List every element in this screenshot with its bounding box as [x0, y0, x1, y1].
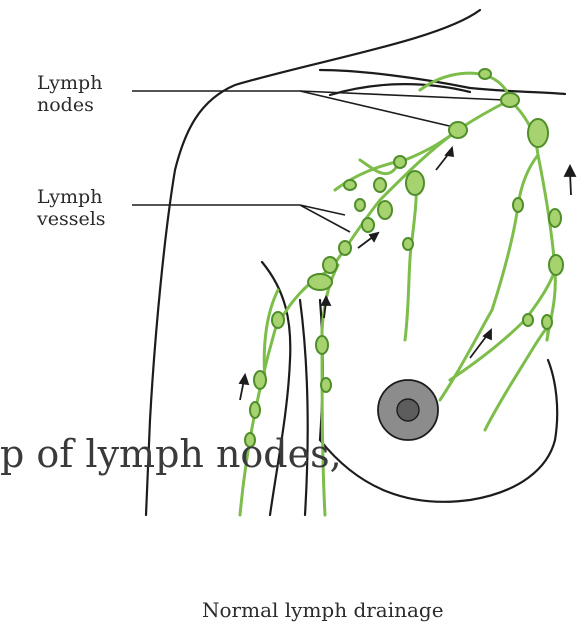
lymph-vessels-label: Lymph vessels: [37, 186, 106, 230]
lymph-node: [344, 180, 356, 190]
lymph-node: [528, 119, 548, 147]
breast-vessel-3: [450, 270, 555, 380]
lymph-node: [250, 402, 260, 418]
lymph-node: [272, 312, 284, 328]
flow-arrow-icon: [565, 166, 575, 195]
diagram-caption: Normal lymph drainage: [202, 598, 444, 622]
lymph-node: [308, 274, 332, 290]
lymph-vessels-label-line2: vessels: [37, 208, 106, 230]
vessels-pointer: [132, 205, 350, 232]
lymph-node: [378, 201, 392, 219]
label-pointers: [132, 91, 505, 232]
lymph-node: [523, 314, 533, 326]
lymph-node: [316, 336, 328, 354]
lymph-node: [321, 378, 331, 392]
lymph-node: [323, 257, 337, 273]
lymph-nodes-label: Lymph nodes: [37, 72, 102, 116]
lymph-node: [254, 371, 266, 389]
lymph-node: [513, 198, 523, 212]
lymph-nodes-label-line2: nodes: [37, 94, 102, 116]
flow-arrow-icon: [240, 375, 248, 400]
lymph-nodes-label-line1: Lymph: [37, 72, 102, 94]
lymph-vessels-label-line1: Lymph: [37, 186, 106, 208]
lymph-node: [549, 209, 561, 227]
lymph-node: [449, 122, 467, 138]
collarbone-line: [320, 70, 565, 94]
lymph-node: [403, 238, 413, 250]
lymph-node: [374, 178, 386, 192]
lymph-node: [406, 171, 424, 195]
overlay-text: p of lymph nodes,: [0, 432, 342, 476]
armpit-curve: [262, 262, 290, 515]
breast-vessel-4: [485, 329, 548, 430]
breast-lower-curve: [320, 360, 557, 502]
nipple-icon: [378, 380, 438, 440]
lymph-node: [542, 315, 552, 329]
breast-vessel-1: [405, 180, 416, 340]
lymph-node: [362, 218, 374, 232]
flow-arrow-icon: [436, 148, 453, 170]
nodes-pointer: [132, 91, 505, 128]
lymph-node: [549, 255, 563, 275]
inner-arm-line: [300, 300, 308, 515]
lymph-node: [339, 241, 351, 255]
lymph-node: [394, 156, 406, 168]
lymph-node: [479, 69, 491, 79]
flow-arrow-icon: [358, 233, 378, 248]
lymph-node: [355, 199, 365, 211]
lymph-node: [501, 93, 519, 107]
